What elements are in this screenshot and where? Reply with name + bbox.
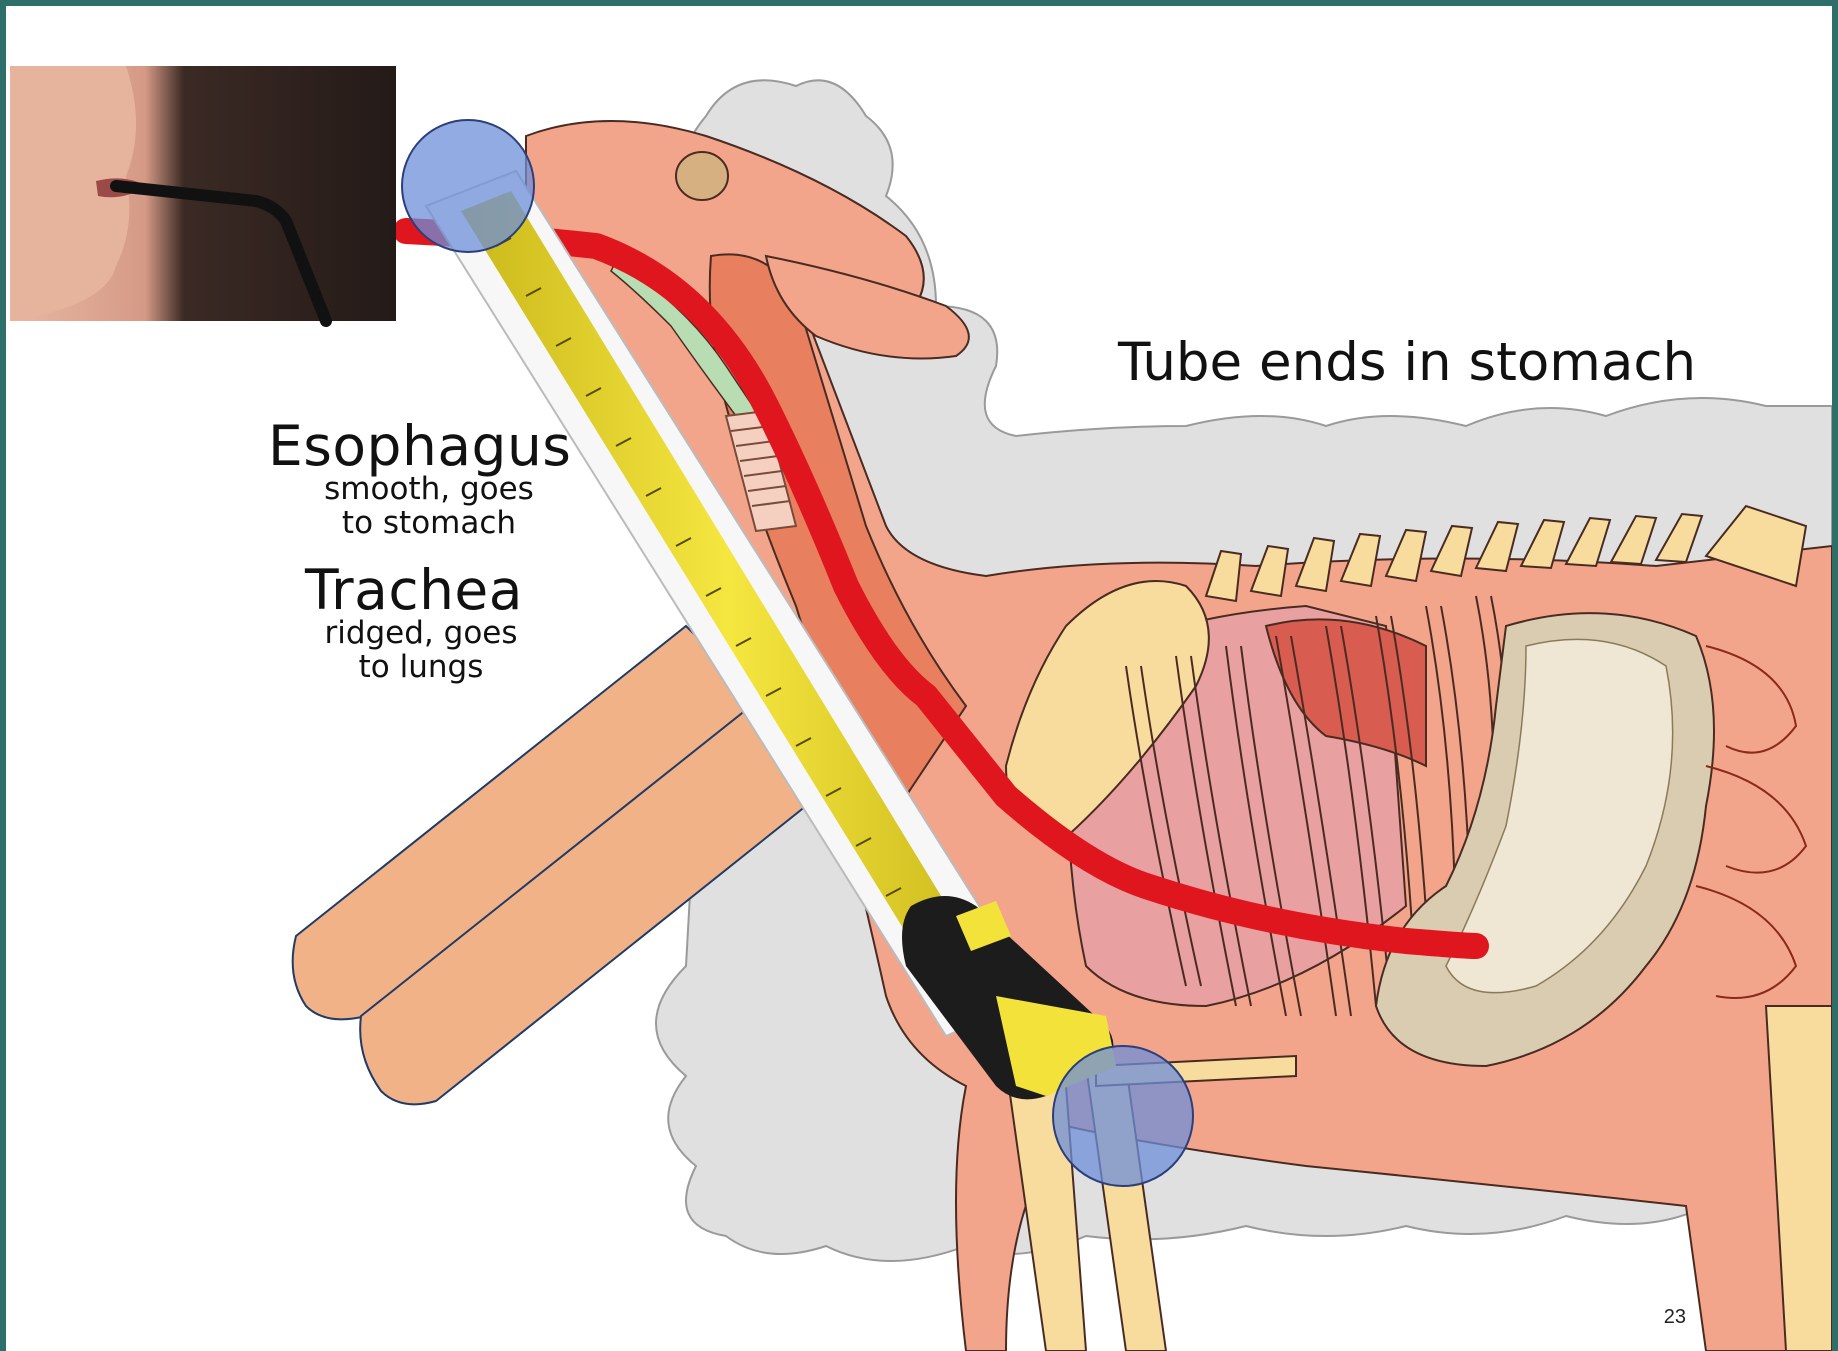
trachea-desc-line-1: ridged, goes [306, 616, 536, 650]
trachea-title: Trachea [305, 563, 523, 618]
esophagus-desc-line-2: to stomach [294, 506, 564, 540]
page-number: 23 [1664, 1306, 1686, 1329]
nose-landmark-marker [402, 120, 534, 252]
sheep-eye [676, 152, 728, 200]
sheep-anatomy-diagram [6, 6, 1832, 1351]
esophagus-title: Esophagus [268, 419, 571, 474]
tube-end-label: Tube ends in stomach [1118, 332, 1696, 393]
slide: Tube ends in stomach Esophagus smooth, g… [6, 6, 1832, 1351]
esophagus-description: smooth, goes to stomach [294, 472, 564, 540]
trachea-description: ridged, goes to lungs [306, 616, 536, 684]
esophagus-desc-line-1: smooth, goes [294, 472, 564, 506]
trachea-desc-line-2: to lungs [306, 650, 536, 684]
straw-photo [10, 66, 396, 321]
elbow-landmark-marker [1053, 1046, 1193, 1186]
